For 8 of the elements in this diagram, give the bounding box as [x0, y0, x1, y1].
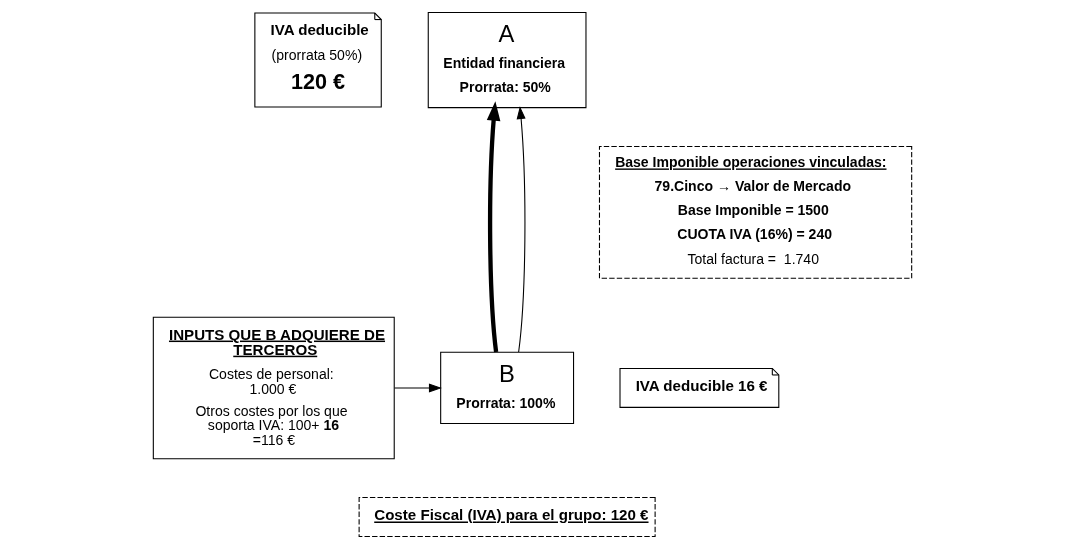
node-box: B Prorrata: 100% [440, 351, 575, 425]
arrow [486, 101, 501, 353]
arrow [516, 106, 526, 353]
node-box: A Entidad financiera Prorrata: 50% [427, 12, 587, 109]
node-box: Base Imponible operaciones vinculadas: 79.Cinco → Valor de Mercado Base Imponible = 1500 CUOTA IVA (16%) = 240 Total factura = 1.740 [598, 145, 913, 279]
node-box: INPUTS QUE B ADQUIERE DE TERCEROS Costes de personal: 1.000 € Otros costes por los que soporta IVA: 100+16 =116 € [152, 316, 395, 460]
node-box: Coste Fiscal (IVA) para el grupo: 120 € [358, 497, 656, 537]
arrow [394, 383, 442, 393]
